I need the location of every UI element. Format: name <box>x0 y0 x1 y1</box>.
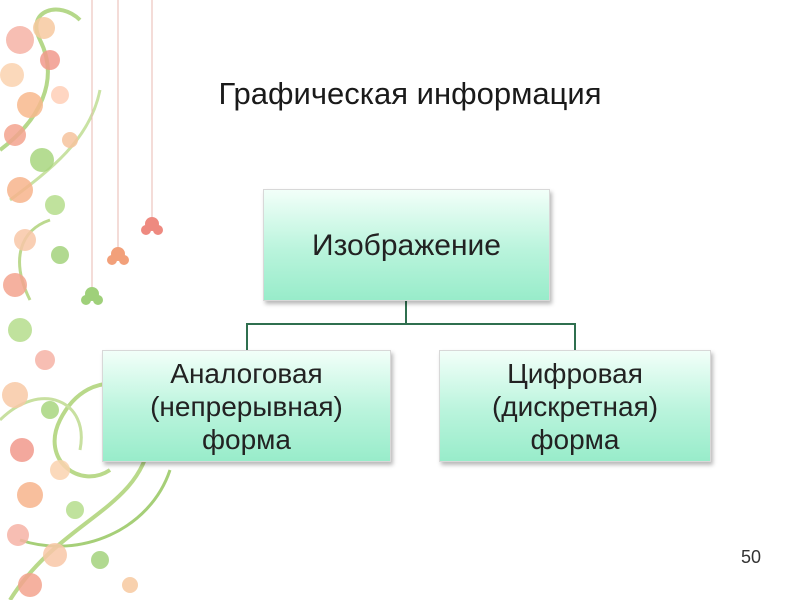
node-digital-form: Цифровая (дискретная) форма <box>439 350 711 462</box>
node-image: Изображение <box>263 189 550 301</box>
floral-decoration <box>0 0 172 600</box>
page-number: 50 <box>740 547 761 567</box>
node-analog-form: Аналоговая (непрерывная) форма <box>102 350 391 462</box>
connector-right-drop <box>574 323 576 350</box>
connector-left-drop <box>246 323 248 350</box>
slide-title: Графическая информация <box>218 76 602 111</box>
connector-horizontal <box>246 323 576 325</box>
connector-stem <box>405 300 407 324</box>
